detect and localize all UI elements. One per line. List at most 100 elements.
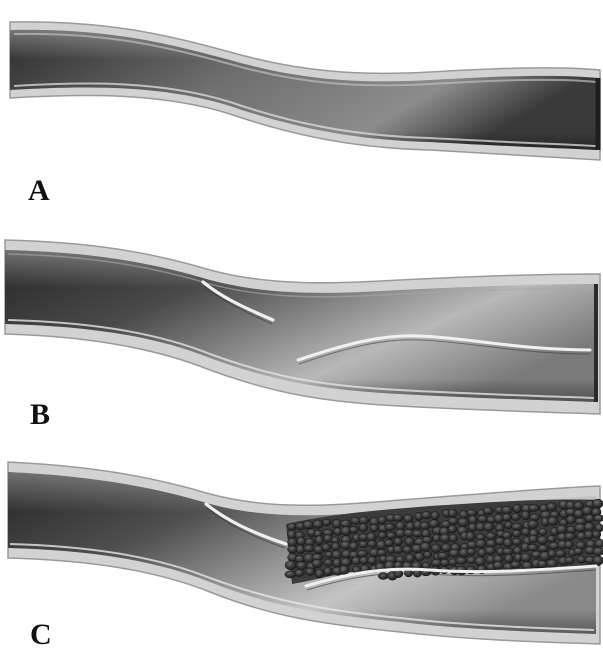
thrombus-cell xyxy=(367,540,376,547)
thrombus-cell xyxy=(485,547,496,555)
thrombus-cell xyxy=(565,533,576,540)
thrombus-cell xyxy=(505,554,514,563)
thrombus-cell xyxy=(449,534,458,542)
thrombus-cell xyxy=(339,565,349,574)
thrombus-cell xyxy=(547,503,557,511)
panel-label-c: C xyxy=(30,618,52,651)
panel-c-vessel xyxy=(8,462,603,644)
thrombus-cell xyxy=(285,561,296,570)
thrombus-cell xyxy=(512,538,522,545)
thrombus-cell xyxy=(322,544,331,552)
thrombus-cell xyxy=(547,559,558,567)
thrombus-cell xyxy=(521,528,530,536)
thrombus-cell xyxy=(431,544,441,553)
thrombus-cell xyxy=(502,506,513,514)
thrombus-cell xyxy=(469,515,478,524)
thrombus-cell xyxy=(422,536,433,543)
thrombus-cell xyxy=(385,523,395,530)
thrombus-cell xyxy=(377,549,387,556)
thrombus-cell xyxy=(565,557,574,564)
panel-b-vessel xyxy=(5,240,600,414)
thrombus-cell xyxy=(539,529,548,536)
thrombus-cell xyxy=(405,537,415,546)
thrombus-cell xyxy=(574,548,583,555)
thrombus-cell xyxy=(458,518,469,527)
thrombus-cell xyxy=(393,514,403,521)
thrombus-cell xyxy=(592,531,601,538)
thrombus-cell xyxy=(548,517,558,526)
panel-label-b: B xyxy=(30,398,50,431)
thrombus-cell xyxy=(333,558,342,567)
thrombus-cell xyxy=(448,517,459,524)
panel-a-vessel xyxy=(10,22,600,160)
thrombus-cell xyxy=(503,538,512,547)
thrombus-cell xyxy=(415,552,425,561)
thrombus-cell xyxy=(584,522,595,531)
thrombus-cell xyxy=(384,540,394,547)
thrombus-cell xyxy=(456,557,467,564)
thrombus-cell xyxy=(556,525,567,534)
thrombus-cell xyxy=(483,523,493,532)
thrombus-cell xyxy=(511,523,522,530)
thrombus-cell xyxy=(296,561,307,569)
thrombus-cell xyxy=(449,549,460,557)
thrombus-cell xyxy=(394,538,403,546)
thrombus-cell xyxy=(332,542,340,550)
thrombus-cell xyxy=(467,548,476,555)
thrombus-cell xyxy=(403,515,413,523)
thrombus-cell xyxy=(349,526,358,533)
thrombus-cell xyxy=(422,511,432,518)
thrombus-cell xyxy=(312,559,323,567)
thrombus-cell xyxy=(510,561,521,568)
thrombus-cell xyxy=(483,507,493,515)
thrombus-cell xyxy=(324,559,334,566)
thrombus-cell xyxy=(476,540,487,549)
thrombus-cell xyxy=(513,504,522,513)
thrombus-cell xyxy=(315,536,324,545)
thrombus-cell xyxy=(406,554,415,563)
thrombus-cell xyxy=(555,550,566,557)
thrombus-cell xyxy=(528,544,539,551)
thrombus-cell xyxy=(592,499,603,508)
thrombus-cell xyxy=(547,535,556,542)
thrombus-cell xyxy=(528,505,540,512)
thrombus-cell xyxy=(304,545,315,552)
thrombus-cell xyxy=(448,525,457,533)
thrombus-cell xyxy=(512,530,521,537)
thrombus-cell xyxy=(332,550,342,559)
thrombus-cell xyxy=(349,542,358,551)
thrombus-cell xyxy=(420,542,431,551)
thrombus-cell xyxy=(313,520,324,529)
thrombus-cell xyxy=(359,541,369,548)
thrombus-cell xyxy=(593,547,603,555)
panel-label-a: A xyxy=(28,174,50,207)
thrombus-cell xyxy=(324,567,332,576)
thrombus-cell xyxy=(359,523,368,532)
thrombus-cell xyxy=(595,539,603,548)
thrombus-cell xyxy=(315,569,324,578)
thrombus-cell xyxy=(303,521,314,529)
thrombus-cell xyxy=(594,515,603,522)
thrombus-cell xyxy=(566,515,575,524)
thrombus-cell xyxy=(593,556,603,565)
thrombus-cell xyxy=(423,551,431,558)
thrombus-cell xyxy=(285,571,296,578)
thrombus-cell xyxy=(521,553,531,562)
thrombus-cell xyxy=(370,524,379,531)
thrombus-cell xyxy=(306,568,315,576)
thrombus-cell xyxy=(537,536,548,544)
thrombus-cell xyxy=(528,520,539,528)
thrombus-cell xyxy=(475,557,485,566)
thrombus-cell xyxy=(582,506,593,515)
thrombus-cell xyxy=(486,533,497,540)
thrombus-cell xyxy=(574,502,584,510)
thrombus-cell xyxy=(493,561,504,569)
thrombus-cell xyxy=(295,570,305,577)
thrombus-cell xyxy=(502,514,512,521)
thrombus-cell xyxy=(340,558,351,567)
thrombus-cell xyxy=(538,545,549,552)
thrombus-cell xyxy=(378,516,387,524)
thrombus-cell xyxy=(565,541,574,549)
thrombus-cell xyxy=(585,515,595,523)
thrombus-cell xyxy=(288,538,297,547)
